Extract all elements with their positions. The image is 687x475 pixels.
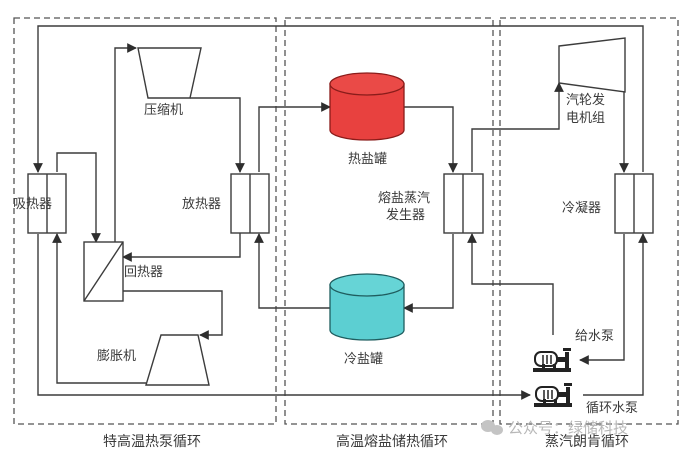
wechat-icon: [481, 420, 503, 435]
hot-salt-tank: [329, 72, 405, 141]
label-circ-pump: 循环水泵: [586, 401, 638, 416]
label-cold-tank: 冷盐罐: [344, 352, 383, 367]
pipe-hot-tank-to-generator: [404, 106, 458, 173]
label-compressor: 压缩机: [144, 102, 183, 118]
pipe-recuperator-to-compressor: [114, 43, 137, 242]
condenser: [614, 173, 654, 234]
pipe-releaser-to-recuperator: [122, 233, 241, 262]
pipe-absorber-to-recuperator: [56, 152, 101, 243]
recuperator: [83, 241, 124, 302]
pipe-condenser-to-feed-pump: [579, 234, 625, 365]
pipe-recuperator-to-expander: [123, 290, 223, 340]
pipe-expander-to-absorber: [52, 233, 146, 384]
label-turbine-2: 电机组: [566, 111, 605, 126]
rankine-section-frame: [499, 17, 679, 425]
section-title-rankine: 蒸汽朗肯循环: [545, 434, 629, 450]
heat-releaser: [230, 173, 270, 234]
pipe-generator-to-cold-tank: [403, 234, 454, 313]
label-feed-pump: 给水泵: [575, 329, 614, 344]
label-turbine-1: 汽轮发: [566, 92, 605, 108]
section-title-molten-salt: 高温熔盐储热循环: [336, 433, 448, 450]
feed-pump-icon: [533, 348, 571, 372]
pipe-generator-to-turbine: [471, 82, 564, 172]
expander: [145, 334, 210, 386]
pipe-absorber-to-circ-pump: [37, 234, 531, 400]
label-heat-releaser: 放热器: [182, 197, 221, 212]
absorber: [27, 173, 67, 234]
circulating-pump-icon: [534, 383, 572, 407]
pipe-cold-tank-to-releaser: [254, 233, 330, 309]
compressor: [137, 47, 202, 99]
label-condenser: 冷凝器: [562, 200, 601, 216]
pipe-compressor-to-releaser: [190, 97, 245, 173]
pipe-circ-pump-to-condenser: [583, 233, 648, 396]
label-absorber: 吸热器: [13, 197, 52, 212]
pipe-top-return: [33, 25, 644, 173]
heat-pump-section-frame: [13, 17, 277, 425]
cold-salt-tank: [329, 273, 405, 341]
section-title-heat-pump: 特高温热泵循环: [103, 433, 201, 450]
watermark: 公众号：绿储科技: [508, 419, 628, 437]
steam-generator: [443, 173, 484, 234]
turbine-generator: [558, 37, 626, 93]
pipe-feed-pump-to-generator: [467, 233, 554, 335]
label-expander: 膨胀机: [97, 349, 136, 364]
pipe-releaser-to-hot-tank: [258, 102, 331, 172]
label-steam-generator-1: 熔盐蒸汽: [378, 191, 430, 206]
label-hot-tank: 热盐罐: [348, 152, 387, 167]
molten-salt-section-frame: [284, 17, 494, 425]
label-recuperator: 回热器: [124, 265, 163, 280]
label-steam-generator-2: 发生器: [386, 207, 425, 223]
